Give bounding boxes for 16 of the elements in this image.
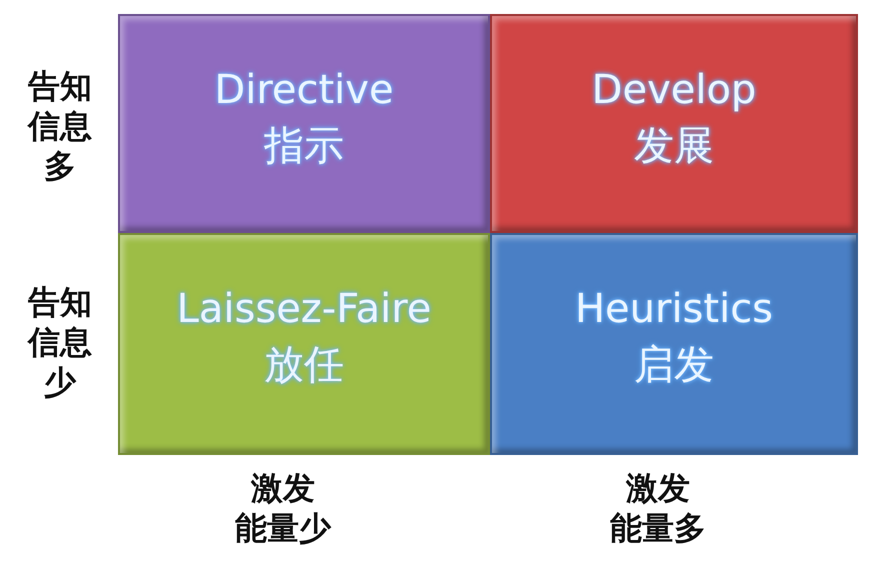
quadrant-subtitle: 指示 bbox=[263, 122, 345, 170]
quadrant-box bbox=[118, 233, 490, 455]
quadrant-title: Directive bbox=[213, 66, 395, 114]
quadrant-subtitle: 发展 bbox=[633, 122, 715, 170]
axis-label: 告知信息多 bbox=[28, 66, 92, 186]
axis-label: 激发能量少 bbox=[235, 468, 331, 548]
quadrant-title: Develop bbox=[590, 66, 758, 114]
quadrant-title: Heuristics bbox=[574, 285, 774, 333]
quadrant-subtitle: 启发 bbox=[633, 341, 715, 389]
quadrant-box bbox=[490, 233, 858, 455]
quadrant-box bbox=[118, 14, 490, 233]
axis-label: 激发能量多 bbox=[610, 468, 706, 548]
quadrant-subtitle: 放任 bbox=[263, 341, 345, 389]
quadrant-title: Laissez-Faire bbox=[176, 285, 432, 333]
quadrant-box bbox=[490, 14, 858, 233]
axis-label: 告知信息少 bbox=[28, 282, 92, 402]
